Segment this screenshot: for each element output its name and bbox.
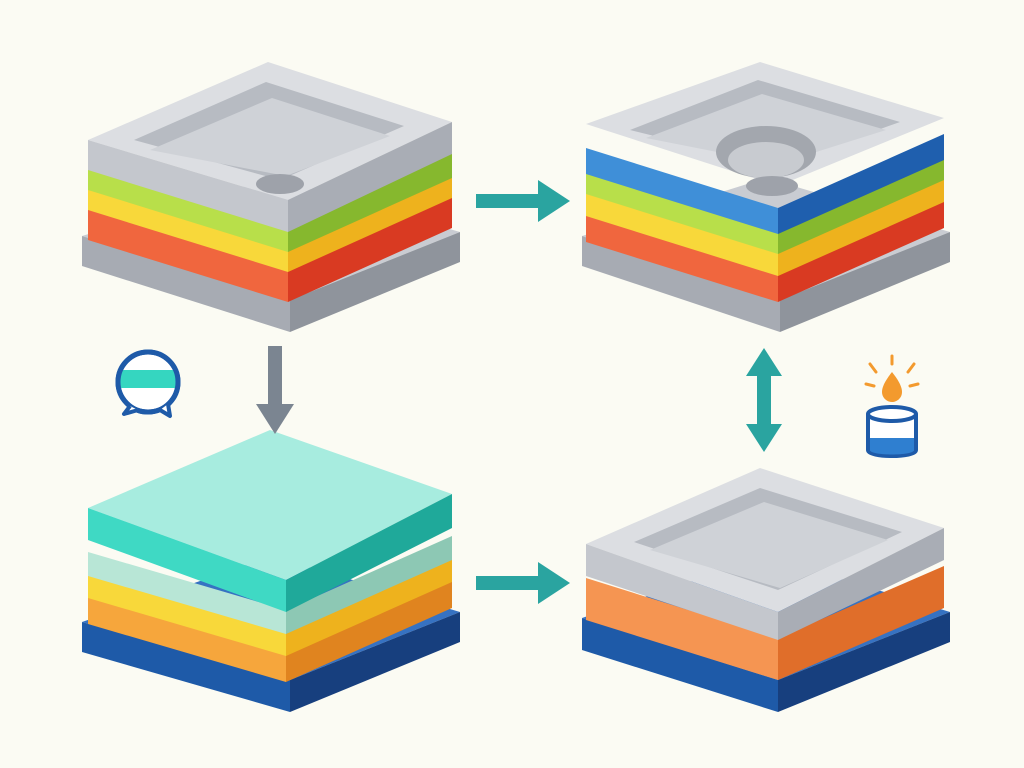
hole	[256, 174, 304, 194]
layer-pale-teal	[88, 536, 452, 634]
layer-yellow	[88, 556, 452, 656]
flame-icon	[864, 354, 920, 402]
arrow-bottom-right	[476, 562, 570, 604]
layer-red-orange	[586, 198, 944, 302]
layer-orange	[586, 566, 944, 680]
heated-container-icon	[864, 354, 920, 458]
speech-bubble-icon	[115, 349, 181, 418]
gray-tray	[88, 62, 452, 232]
stack-top-right	[582, 62, 950, 332]
gray-tray	[586, 62, 944, 196]
stack-bottom-left	[82, 430, 460, 712]
arrow-right-vertical	[746, 348, 782, 452]
layer-yellow	[586, 176, 944, 276]
arrow-left-down	[256, 346, 294, 434]
layer-lime	[88, 152, 452, 252]
stack-top-left	[82, 62, 460, 332]
small-hole	[746, 176, 798, 196]
stack-bottom-right	[582, 468, 950, 712]
layer-turquoise	[88, 430, 452, 612]
gray-tray	[586, 468, 944, 640]
layer-red-orange	[88, 194, 452, 302]
layer-blue	[586, 134, 944, 234]
layer-yellow	[88, 172, 452, 272]
container-icon	[866, 405, 918, 458]
layer-green	[586, 156, 944, 254]
layer-orange	[88, 578, 452, 682]
arrow-top-right	[476, 180, 570, 222]
